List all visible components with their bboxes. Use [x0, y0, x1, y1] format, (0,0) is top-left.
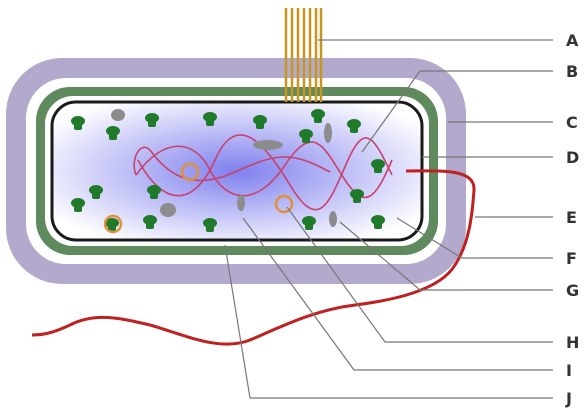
ribosome-icon [299, 129, 313, 143]
storage-granule-icon [111, 109, 125, 121]
label-b: B [566, 62, 578, 81]
leader-j [224, 244, 553, 399]
ribosome-icon [347, 119, 361, 133]
ribosome-icon [89, 185, 103, 199]
label-c: C [566, 113, 578, 132]
storage-granule-icon [329, 211, 337, 227]
storage-granule-icon [253, 140, 283, 150]
leader-f [396, 217, 553, 259]
pili [284, 8, 323, 102]
label-e: E [566, 208, 577, 227]
leader-lines [224, 39, 553, 399]
ribosome-icon [145, 113, 159, 127]
ribosome-icon [203, 112, 217, 126]
ribosome-icon [203, 218, 217, 232]
ribosome-icon [147, 185, 161, 199]
ribosome-icon [71, 116, 85, 130]
plasmids [103, 162, 294, 234]
ribosome-icon [371, 215, 385, 229]
ribosome-icon [350, 189, 364, 203]
leader-h [286, 206, 553, 343]
label-a: A [566, 31, 579, 50]
plasmid-icon [103, 214, 123, 234]
storage-granule-icon [237, 195, 245, 211]
label-g: G [566, 281, 579, 300]
label-f: F [566, 249, 577, 268]
ribosomes [71, 109, 385, 232]
ribosome-icon [71, 198, 85, 212]
plasmid-icon [274, 194, 294, 214]
leader-b [361, 70, 553, 153]
label-j: J [565, 389, 572, 408]
label-d: D [566, 148, 579, 167]
label-h: H [566, 333, 579, 352]
nucleoid [133, 134, 393, 211]
labels: A B C D E F G H I J [565, 31, 579, 408]
ribosome-icon [253, 115, 267, 129]
plasmid-icon [180, 162, 200, 182]
ribosome-icon [371, 159, 385, 173]
ribosome-icon [302, 216, 316, 230]
label-i: I [566, 361, 572, 380]
storage-granule-icon [324, 123, 332, 143]
leader-g [339, 221, 553, 291]
inclusions [111, 109, 337, 227]
ribosome-icon [143, 215, 157, 229]
ribosome-icon [311, 109, 325, 123]
ribosome-icon [106, 126, 120, 140]
flagellum [31, 169, 476, 346]
storage-granule-icon [160, 203, 176, 217]
leader-i [242, 217, 553, 371]
